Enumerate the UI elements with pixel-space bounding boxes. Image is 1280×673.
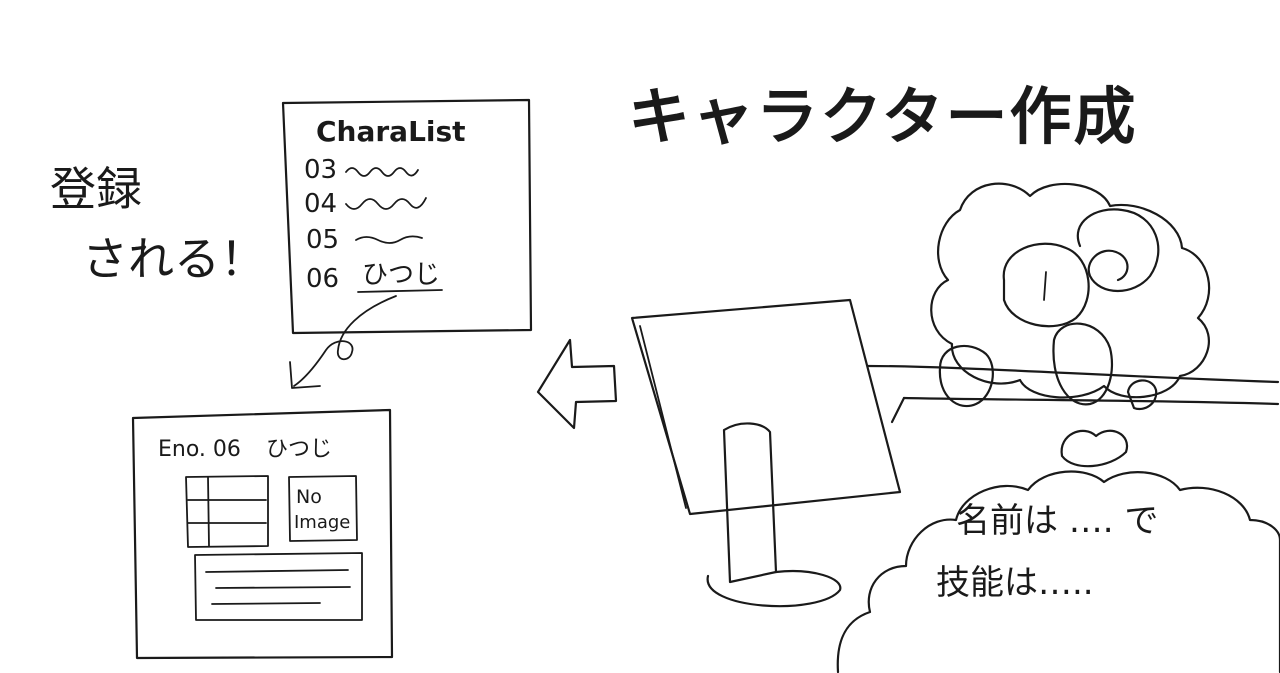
curved-arrow-icon — [289, 295, 397, 389]
chara-list-item-no: 05 — [306, 225, 339, 255]
chara-list-item-name: ひつじ — [362, 260, 440, 290]
scribble-name-placeholder — [345, 167, 419, 177]
description-box — [194, 552, 363, 621]
monitor-icon — [630, 298, 902, 608]
thought-line1: 名前は …. で — [956, 501, 1158, 541]
registered-note-line1: 登録 — [50, 162, 142, 216]
thought-line2: 技能は….. — [936, 563, 1094, 603]
scribble-name-placeholder — [345, 197, 427, 210]
page-title: キャラクター作成 — [628, 80, 1138, 153]
chara-list-item: 05 — [306, 225, 423, 255]
eno-label: Eno. 06 — [158, 437, 241, 462]
chara-list-item-no: 04 — [304, 189, 337, 219]
profile-name: ひつじ — [266, 437, 332, 462]
scribble-name-placeholder — [355, 235, 423, 244]
arrow-left-icon — [536, 338, 618, 430]
image-placeholder: No Image — [288, 475, 358, 542]
desk — [866, 364, 1280, 424]
chara-list-item: 06 ひつじ — [306, 260, 443, 294]
name-underline — [357, 289, 443, 293]
registered-note: 登録 される！ — [50, 162, 266, 286]
chara-list-item-no: 06 — [306, 264, 339, 294]
chara-list-item: 04 — [304, 189, 427, 219]
no-image-line2: Image — [294, 512, 350, 533]
profile-card: Eno. 06 ひつじ No Image — [131, 408, 394, 660]
chara-list-item: 03 — [304, 155, 419, 185]
registered-note-line2: される！ — [82, 232, 266, 286]
chara-list-item-no: 03 — [304, 155, 337, 185]
sheep-character — [930, 182, 1211, 411]
thought-bubble: 名前は …. で 技能は….. — [836, 429, 1280, 673]
chara-list-heading: CharaList — [316, 115, 466, 148]
no-image-line1: No — [296, 486, 322, 508]
stats-table — [185, 475, 269, 548]
chara-list-panel: CharaList 03 04 05 06 ひつじ — [281, 98, 533, 335]
